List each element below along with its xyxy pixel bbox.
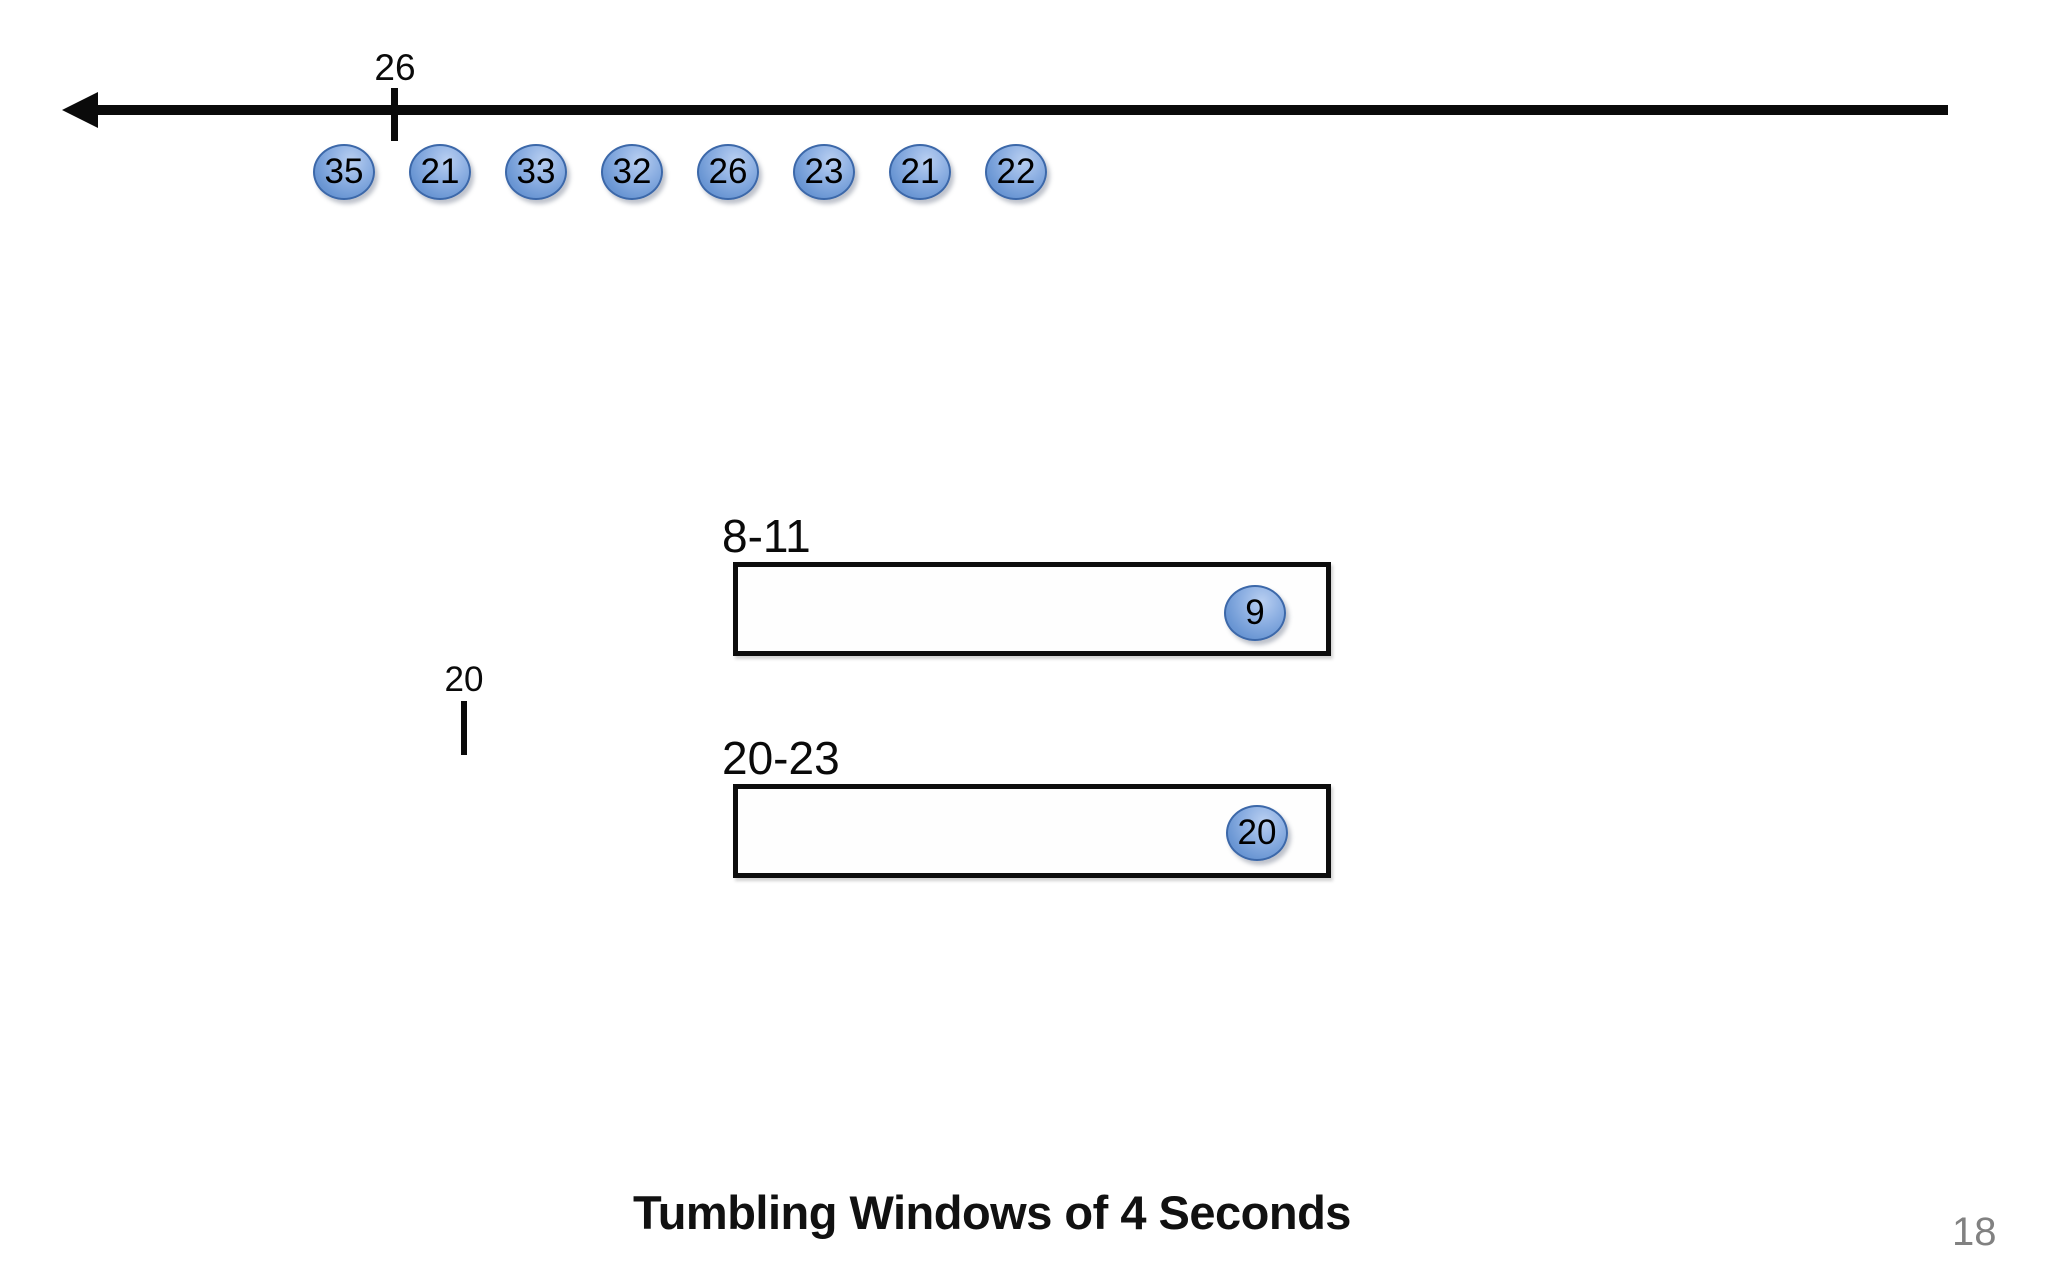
page-number: 18 [1952, 1210, 1997, 1254]
event-circle: 21 [889, 144, 951, 200]
event-circle: 22 [985, 144, 1047, 200]
event-circle: 21 [409, 144, 471, 200]
event-circle: 23 [793, 144, 855, 200]
event-circle: 35 [313, 144, 375, 200]
window-range-label: 8-11 [722, 510, 811, 562]
upper-tick-mark [391, 88, 398, 141]
lower-tick-mark [461, 701, 467, 755]
timeline-axis [94, 105, 1948, 115]
window-result-circle: 9 [1224, 585, 1286, 641]
upper-tick-label: 26 [374, 47, 416, 88]
timeline-arrowhead-icon [62, 92, 98, 128]
slide-title: Tumbling Windows of 4 Seconds [633, 1186, 1351, 1239]
window-result-circle: 20 [1226, 805, 1288, 861]
lower-tick-label: 20 [444, 660, 484, 699]
event-circle: 33 [505, 144, 567, 200]
event-circle: 32 [601, 144, 663, 200]
event-circle: 26 [697, 144, 759, 200]
window-range-label: 20-23 [722, 732, 840, 784]
